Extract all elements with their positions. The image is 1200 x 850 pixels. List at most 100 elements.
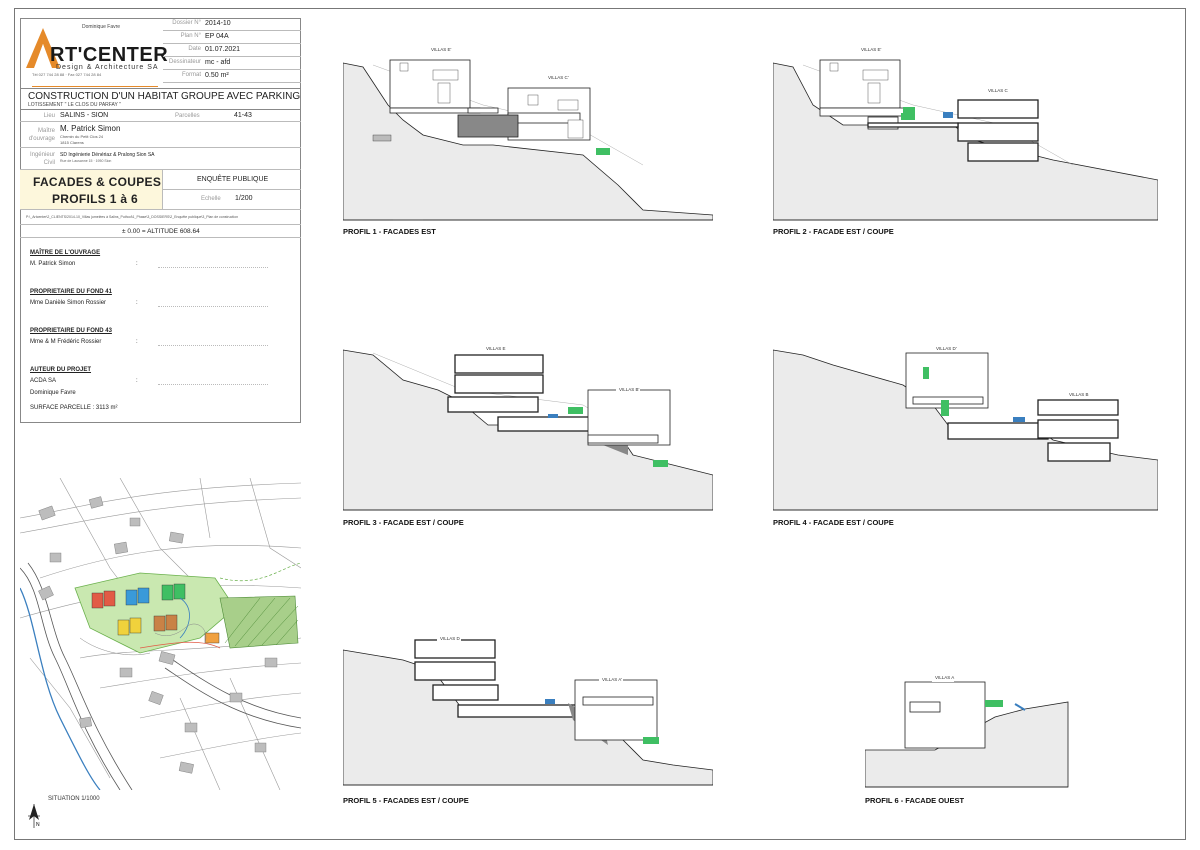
meta-value: 2014-10 bbox=[205, 20, 231, 27]
signature-name: Mme & M Frédéric Rossier bbox=[30, 339, 102, 345]
ingenieur-name: SD Ingénierie Dénériaz & Pralong Sion SA bbox=[60, 152, 155, 158]
profile-3-label: PROFIL 3 - FACADE EST / COUPE bbox=[343, 518, 464, 527]
meta-value: EP 04A bbox=[205, 33, 229, 40]
logo-contact-1: Tél 027 744 28 88 · Fax 027 744 28 84 bbox=[32, 72, 102, 77]
surface-parcelle: SURFACE PARCELLE : 3113 m² bbox=[30, 405, 118, 411]
logo-rule bbox=[32, 86, 158, 87]
meta-row: Dossier N° 2014-10 bbox=[163, 18, 301, 31]
ingenieur-label-1: Ingénieur bbox=[29, 152, 55, 158]
profile-4-label: PROFIL 4 - FACADE EST / COUPE bbox=[773, 518, 894, 527]
company-logo: Dominique Favre RT'CENTER Design & Archi… bbox=[22, 20, 168, 87]
meta-key: Plan N° bbox=[180, 33, 201, 39]
situation-caption: SITUATION 1/1000 bbox=[48, 796, 100, 802]
villa-label-d-prime: VILLAS D' bbox=[936, 346, 957, 351]
logo-tagline: Design & Architecture SA bbox=[56, 64, 159, 71]
villa-label-b-prime: VILLAS B' bbox=[619, 387, 640, 392]
signature-colon: : bbox=[136, 261, 138, 267]
meta-key: Format bbox=[181, 72, 201, 78]
maitre-address-1: Chemin du Petit Clos 24 bbox=[60, 134, 104, 139]
signature-name: M. Patrick Simon bbox=[30, 261, 76, 267]
villa-label-e-prime: VILLAS E' bbox=[861, 47, 882, 52]
profile-2-label: PROFIL 2 - FACADE EST / COUPE bbox=[773, 227, 894, 236]
maitre-name: M. Patrick Simon bbox=[60, 124, 121, 133]
lieu-value: SALINS - SION bbox=[60, 112, 109, 119]
situation-map bbox=[20, 478, 301, 790]
drawing-sheet-frame bbox=[14, 8, 1186, 840]
profile-3-drawing: VILLAS E VILLAS B' bbox=[343, 345, 713, 511]
meta-key: Date bbox=[188, 46, 201, 52]
profile-5-drawing: VILLAS D VILLAS A' bbox=[343, 635, 713, 786]
north-label: N bbox=[36, 822, 40, 828]
logo-brand: RT'CENTER bbox=[50, 44, 169, 66]
phase-value: ENQUÊTE PUBLIQUE bbox=[197, 176, 269, 183]
meta-row: Dessinateur mc - afd bbox=[163, 57, 301, 70]
maitre-address-2: 1815 Clarens bbox=[60, 140, 84, 145]
profile-6-label: PROFIL 6 - FACADE OUEST bbox=[865, 796, 965, 805]
villa-label-d: VILLAS D bbox=[440, 636, 461, 641]
north-arrow-icon: N bbox=[28, 804, 40, 828]
meta-key: Dossier N° bbox=[172, 20, 201, 26]
maitre-label-2: d'ouvrage bbox=[28, 136, 55, 142]
meta-row: Format 0.50 m² bbox=[163, 70, 301, 83]
project-title-box: CONSTRUCTION D'UN HABITAT GROUPE AVEC PA… bbox=[20, 88, 301, 110]
logo-a-mark-icon bbox=[26, 28, 60, 68]
signature-colon: : bbox=[136, 378, 138, 384]
meta-row: Date 01.07.2021 bbox=[163, 44, 301, 57]
lieu-row: Lieu SALINS - SION Parcelles 41-43 bbox=[20, 110, 301, 122]
logo-owner: Dominique Favre bbox=[82, 24, 121, 30]
meta-value: 01.07.2021 bbox=[205, 46, 241, 53]
profile-6-drawing: VILLAS A bbox=[865, 674, 1069, 788]
path-row: P:\_Artcenter\2_CLIENTS\2014-10_Villas j… bbox=[20, 210, 301, 225]
meta-value: mc - afd bbox=[205, 59, 231, 66]
signature-heading: PROPRIETAIRE DU FOND 43 bbox=[30, 328, 112, 334]
title-block bbox=[20, 18, 301, 423]
ingenieur-address: Rue de Lausanne 15 · 1950 Sion bbox=[60, 159, 112, 163]
ingenieur-label-2: Civil bbox=[43, 160, 55, 166]
signature-line bbox=[158, 345, 268, 346]
signature-heading: MAÎTRE DE L'OUVRAGE bbox=[30, 250, 101, 256]
maitre-row: Maître d'ouvrage M. Patrick Simon Chemin… bbox=[20, 122, 301, 148]
plan-title-2: PROFILS 1 à 6 bbox=[52, 192, 138, 206]
parcelles-value: 41-43 bbox=[234, 112, 252, 119]
ingenieur-row: Ingénieur Civil SD Ingénierie Dénériaz &… bbox=[20, 148, 301, 170]
villa-label-e-prime: VILLAS E' bbox=[431, 47, 452, 52]
signature-heading: AUTEUR DU PROJET bbox=[30, 367, 92, 373]
signature-colon: : bbox=[136, 300, 138, 306]
villa-label-b: VILLAS B bbox=[1069, 392, 1089, 397]
phase-cell: ENQUÊTE PUBLIQUE bbox=[163, 170, 301, 190]
echelle-cell: Echelle 1/200 bbox=[163, 190, 301, 210]
signature-list: MAÎTRE DE L'OUVRAGE M. Patrick Simon : P… bbox=[30, 250, 290, 415]
profile-5-label: PROFIL 5 - FACADES EST / COUPE bbox=[343, 796, 469, 805]
echelle-label: Echelle bbox=[201, 196, 221, 202]
logo-contact: Tél 027 744 28 88 · Fax 027 744 28 84 bbox=[32, 72, 101, 77]
lieu-label: Lieu bbox=[43, 113, 55, 119]
project-subtitle: LOTISSEMENT " LE CLOS DU PARFAY " bbox=[28, 102, 121, 108]
echelle-value: 1/200 bbox=[235, 195, 253, 202]
plan-title-cell: FACADES & COUPES PROFILS 1 à 6 bbox=[20, 170, 163, 210]
villa-label-c: VILLAS C bbox=[988, 88, 1009, 93]
signature-colon: : bbox=[136, 339, 138, 345]
profile-2-drawing: VILLAS E' VILLAS C bbox=[773, 45, 1158, 221]
villa-label-a: VILLAS A bbox=[935, 675, 954, 680]
altitude-row: ± 0.00 = ALTITUDE 608.64 bbox=[20, 225, 301, 238]
profile-4-drawing: VILLAS D' VILLAS B bbox=[773, 345, 1158, 511]
signature-name: ACDA SA bbox=[30, 378, 57, 384]
signature-heading: PROPRIETAIRE DU FOND 41 bbox=[30, 289, 112, 295]
meta-row: Plan N° EP 04A bbox=[163, 31, 301, 44]
signature-line bbox=[158, 384, 268, 385]
parcelles-label: Parcelles bbox=[175, 113, 200, 119]
profile-1-label: PROFIL 1 - FACADES EST bbox=[343, 227, 436, 236]
altitude-reference: ± 0.00 = ALTITUDE 608.64 bbox=[122, 228, 200, 235]
signature-line bbox=[158, 306, 268, 307]
signature-name-2: Dominique Favre bbox=[30, 390, 76, 396]
signature-line bbox=[158, 267, 268, 268]
project-title: CONSTRUCTION D'UN HABITAT GROUPE AVEC PA… bbox=[28, 91, 301, 102]
meta-value: 0.50 m² bbox=[205, 72, 229, 79]
meta-key: Dessinateur bbox=[168, 59, 201, 65]
profile-1-drawing: VILLAS E' VILLAS C' bbox=[343, 45, 713, 221]
file-path: P:\_Artcenter\2_CLIENTS\2014-10_Villas j… bbox=[26, 215, 239, 219]
villa-label-a-prime: VILLAS A' bbox=[602, 677, 622, 682]
plan-title-1: FACADES & COUPES bbox=[33, 175, 162, 189]
signature-name: Mme Danièle Simon Rossier bbox=[30, 300, 107, 306]
